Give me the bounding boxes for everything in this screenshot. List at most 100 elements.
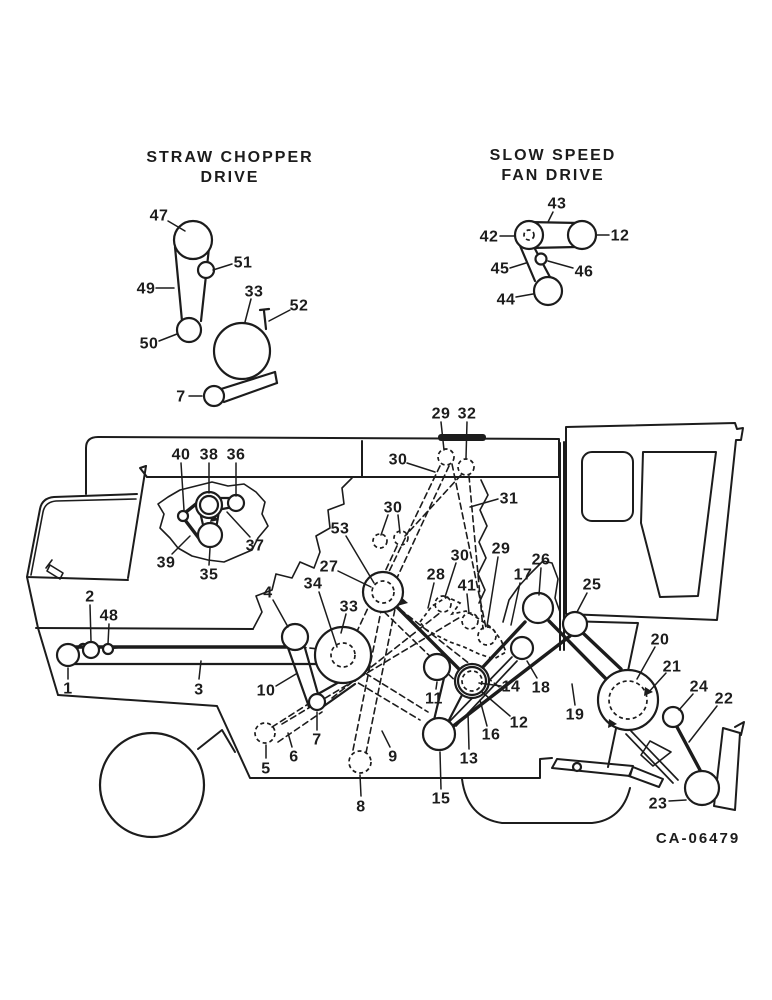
leader-line-12 [481,691,511,717]
part-label-40: 40 [172,447,191,464]
leader-line-33 [340,613,347,634]
torn-edges [157,477,561,660]
fan-drive-inset [513,219,598,307]
part-label-37: 37 [246,538,265,555]
part-label-46: 46 [575,264,594,281]
chopper-pulley-47 [172,219,214,261]
pulley-29b-hidden [477,626,497,646]
leader-line-31 [469,498,499,508]
leader-line-50 [158,333,178,342]
leader-line-30 [397,514,401,534]
part-label-14: 14 [502,679,521,696]
leader-line-19 [571,683,576,706]
leader-line-17 [510,582,521,626]
grain-tank-back-wall [559,441,565,651]
part-label-16: 16 [482,727,501,744]
part-label-3: 3 [194,682,203,699]
part-label-35: 35 [200,567,219,584]
idler-7 [307,692,327,712]
part-label-1: 1 [63,681,72,698]
part-label-25: 25 [583,577,602,594]
part-label-29: 29 [432,406,451,423]
leader-line-9 [381,730,391,748]
hub-21 [608,680,648,720]
pulley-20 [596,668,660,732]
pulley-48 [101,642,115,656]
leader-line-33 [244,298,252,323]
part-label-8: 8 [356,799,365,816]
cab-outline [565,422,744,621]
leader-line-40 [180,462,185,511]
combine-outline [26,422,745,839]
fan-pulley-42-hub [523,229,535,241]
leader-line-25 [576,592,588,613]
part-label-44: 44 [497,292,516,309]
part-label-42: 42 [480,229,499,246]
cab-window-right [640,451,717,598]
pulley-30c-hidden [434,595,452,613]
pulley-35 [196,521,224,549]
part-label-21: 21 [663,659,682,676]
part-label-12: 12 [510,715,529,732]
part-label-4: 4 [263,585,272,602]
pulley-11 [422,652,452,682]
part-label-48: 48 [100,608,119,625]
part-label-39: 39 [157,555,176,572]
part-label-27: 27 [320,559,339,576]
part-label-17: 17 [514,567,533,584]
leader-line-10 [275,673,297,687]
leader-line-29 [486,556,499,627]
part-label-32: 32 [458,406,477,423]
pulley-5-hidden [254,722,276,744]
pulley-29-hidden [437,448,455,466]
leader-line-3 [198,660,202,680]
part-label-19: 19 [566,707,585,724]
leader-line-18 [526,660,538,679]
leader-line-26 [538,567,542,596]
pulley-4 [280,622,310,652]
torn-blob-cluster [157,481,269,563]
part-label-31: 31 [500,491,519,508]
hub-27 [371,580,395,604]
fan-drive-title-line1: SLOW SPEED [490,147,617,164]
leader-line-2 [89,604,92,642]
pulley-8-hidden [348,750,372,774]
pulley-30b-hidden [393,530,409,546]
leader-line-28 [427,582,435,609]
part-label-49: 49 [137,281,156,298]
part-label-18: 18 [532,680,551,697]
chopper-roller-7 [202,384,226,408]
arrowhead [608,719,617,728]
leader-line-29 [440,421,445,451]
leader-line-22 [688,705,718,743]
part-label-36: 36 [227,447,246,464]
part-label-29: 29 [492,541,511,558]
rear-chute [713,721,745,811]
hub-33 [330,642,356,668]
chopper-pulley-50 [175,316,203,344]
leader-line-45 [509,262,527,269]
part-label-11: 11 [425,691,443,708]
fan-pulley-44 [532,275,564,307]
hub-12 [461,670,483,692]
pulley-38-rim [198,494,220,516]
straw-chopper-inset [172,219,279,408]
figure-code: CA-06479 [656,830,740,847]
part-label-7: 7 [176,389,185,406]
unloader-tube [551,758,634,777]
part-label-30: 30 [389,452,408,469]
chopper-idler-51 [196,260,216,280]
part-label-41: 41 [458,578,477,595]
pulley-1 [55,642,81,668]
rear-wheel-arc [461,778,631,824]
idler-40 [176,509,190,523]
pulley-24 [661,705,685,729]
part-label-45: 45 [491,261,510,278]
leader-line-39 [171,535,191,555]
leader-line-46 [547,260,574,269]
fan-drive-title-line2: FAN DRIVE [501,167,604,184]
leader-line-35 [208,547,211,566]
pulley-32-hidden [457,458,475,476]
